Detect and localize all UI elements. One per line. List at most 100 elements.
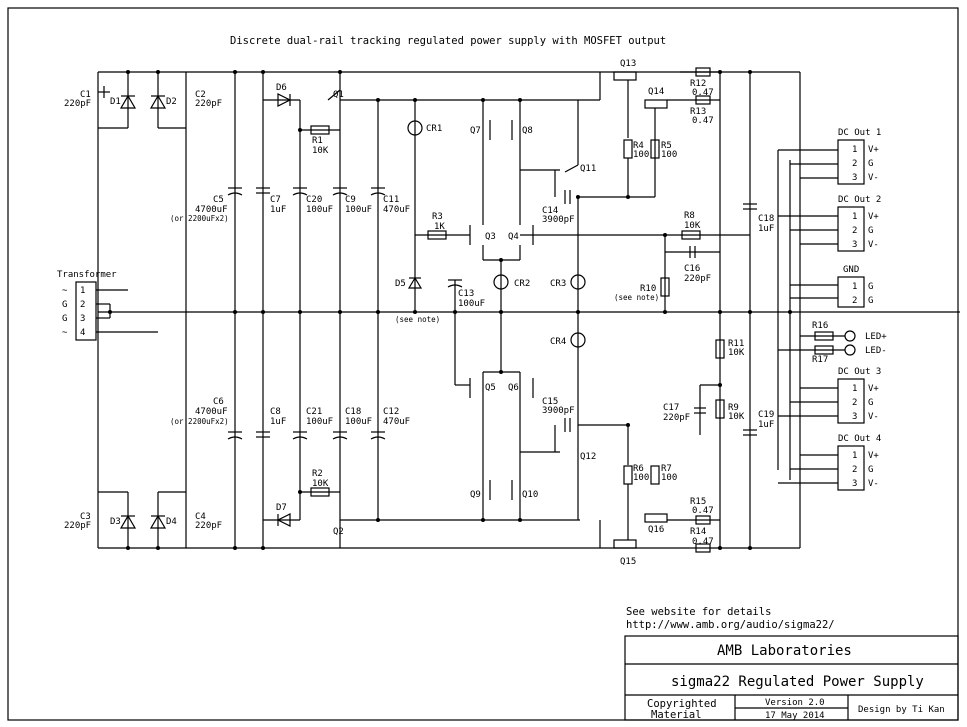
svg-text:D6: D6: [276, 83, 287, 93]
designer: Design by Ti Kan: [858, 705, 945, 715]
svg-text:D4: D4: [166, 517, 177, 527]
svg-text:3900pF: 3900pF: [542, 406, 575, 416]
svg-text:LED-: LED-: [865, 346, 887, 356]
svg-text:V+: V+: [868, 451, 879, 461]
svg-text:Copyrighted: Copyrighted: [647, 698, 717, 710]
svg-text:V-: V-: [868, 479, 879, 489]
svg-text:R1: R1: [312, 136, 323, 146]
svg-text:G: G: [62, 300, 67, 310]
svg-text:LED+: LED+: [865, 332, 887, 342]
svg-text:4700uF: 4700uF: [195, 205, 228, 215]
transformer-label: Transformer: [57, 270, 117, 280]
svg-text:CR2: CR2: [514, 279, 530, 289]
svg-text:D3: D3: [110, 517, 121, 527]
svg-text:G: G: [868, 398, 873, 408]
svg-text:1K: 1K: [434, 222, 445, 232]
svg-text:3: 3: [80, 314, 85, 324]
svg-text:R7: R7: [661, 464, 672, 474]
svg-text:C13: C13: [458, 289, 474, 299]
led-terminals: R16 LED+ R17 LED-: [778, 321, 887, 365]
svg-text:R2: R2: [312, 469, 323, 479]
svg-text:D2: D2: [166, 97, 177, 107]
svg-text:C21: C21: [306, 407, 322, 417]
dc-out-4: DC Out 4 123 V+ G V-: [778, 434, 881, 491]
website-url[interactable]: http://www.amb.org/audio/sigma22/: [626, 619, 835, 631]
svg-text:100uF: 100uF: [345, 205, 372, 215]
svg-text:10K: 10K: [312, 479, 329, 489]
svg-text:R13: R13: [690, 107, 706, 117]
svg-text:DC Out 3: DC Out 3: [838, 367, 881, 377]
svg-text:1: 1: [852, 451, 857, 461]
dc-out-3: DC Out 3 123 V+ G V-: [778, 367, 881, 424]
svg-text:10K: 10K: [728, 412, 745, 422]
rectifier-bottom: [98, 491, 186, 548]
svg-text:R11: R11: [728, 339, 744, 349]
svg-text:Q13: Q13: [620, 59, 636, 69]
svg-text:G: G: [62, 314, 67, 324]
svg-text:C15: C15: [542, 397, 558, 407]
svg-text:Q11: Q11: [580, 164, 596, 174]
svg-text:V-: V-: [868, 240, 879, 250]
svg-text:Q14: Q14: [648, 87, 664, 97]
svg-text:2: 2: [852, 226, 857, 236]
svg-text:R12: R12: [690, 79, 706, 89]
svg-text:100uF: 100uF: [458, 299, 485, 309]
svg-text:1uF: 1uF: [758, 224, 774, 234]
svg-text:100: 100: [633, 150, 649, 160]
svg-text:3: 3: [852, 240, 857, 250]
svg-text:2: 2: [852, 398, 857, 408]
svg-text:R16: R16: [812, 321, 828, 331]
gnd-connector: GND 1 2 G G: [790, 265, 873, 308]
svg-text:2: 2: [852, 296, 857, 306]
svg-text:Q12: Q12: [580, 452, 596, 462]
svg-text:(see note): (see note): [614, 293, 659, 302]
svg-text:0.47: 0.47: [692, 506, 714, 516]
svg-text:Q1: Q1: [333, 90, 344, 100]
company-name: AMB Laboratories: [717, 643, 852, 659]
svg-text:Q15: Q15: [620, 557, 636, 567]
svg-text:G: G: [868, 282, 873, 292]
svg-text:C14: C14: [542, 206, 558, 216]
svg-text:CR4: CR4: [550, 337, 566, 347]
svg-text:100uF: 100uF: [345, 417, 372, 427]
svg-text:(see note): (see note): [395, 315, 440, 324]
svg-text:220pF: 220pF: [684, 274, 711, 284]
svg-text:C18: C18: [345, 407, 361, 417]
svg-text:G: G: [868, 296, 873, 306]
svg-text:R17: R17: [812, 355, 828, 365]
diagram-title: Discrete dual-rail tracking regulated po…: [230, 35, 666, 47]
svg-text:C16: C16: [684, 264, 700, 274]
svg-text:C20: C20: [306, 195, 322, 205]
svg-text:R5: R5: [661, 141, 672, 151]
svg-text:220pF: 220pF: [64, 99, 91, 109]
svg-text:100: 100: [661, 473, 677, 483]
svg-text:D1: D1: [110, 97, 121, 107]
svg-text:10K: 10K: [312, 146, 329, 156]
svg-text:Q9: Q9: [470, 490, 481, 500]
svg-text:V+: V+: [868, 212, 879, 222]
rectifier-top: [98, 72, 186, 129]
svg-text:C19: C19: [758, 410, 774, 420]
svg-text:R10: R10: [640, 284, 656, 294]
svg-text:3: 3: [852, 173, 857, 183]
svg-text:10K: 10K: [728, 348, 745, 358]
svg-text:Q2: Q2: [333, 527, 344, 537]
svg-text:C7: C7: [270, 195, 281, 205]
svg-text:GND: GND: [843, 265, 859, 275]
svg-text:4: 4: [80, 328, 85, 338]
svg-text:Q16: Q16: [648, 525, 664, 535]
svg-text:C8: C8: [270, 407, 281, 417]
svg-text:C3: C3: [80, 512, 91, 522]
svg-text:Material: Material: [651, 709, 702, 721]
svg-text:1uF: 1uF: [758, 420, 774, 430]
svg-text:C4: C4: [195, 512, 206, 522]
svg-text:100uF: 100uF: [306, 417, 333, 427]
svg-text:C1: C1: [80, 90, 91, 100]
svg-text:C5: C5: [213, 195, 224, 205]
svg-text:1: 1: [852, 282, 857, 292]
svg-text:C18: C18: [758, 214, 774, 224]
svg-text:Q6: Q6: [508, 383, 519, 393]
svg-text:3900pF: 3900pF: [542, 215, 575, 225]
svg-text:C9: C9: [345, 195, 356, 205]
